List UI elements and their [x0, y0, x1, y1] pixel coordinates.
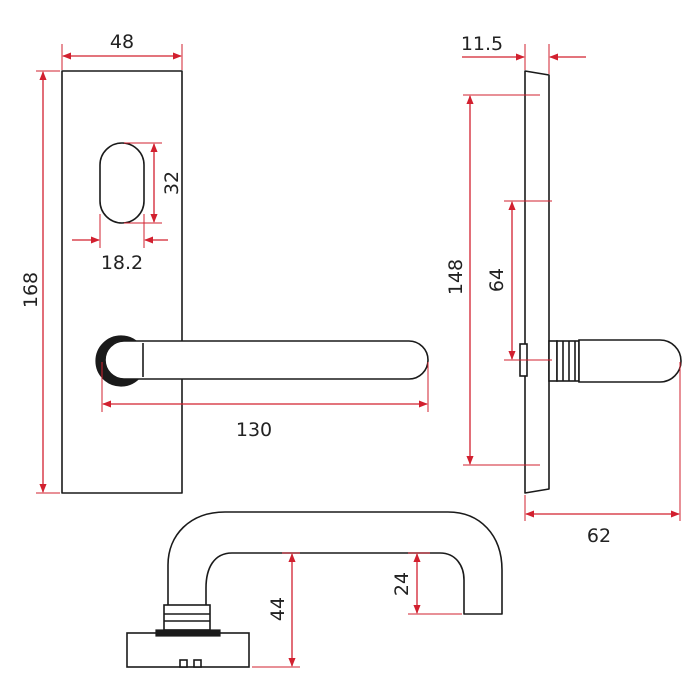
- dim-label-cylinder-offset: 64: [486, 268, 508, 292]
- dim-label-lever-height: 44: [267, 597, 289, 621]
- dim-label-cylinder-width: 18.2: [101, 252, 143, 274]
- dim-label-plate-thickness: 11.5: [461, 33, 503, 55]
- dim-label-plate-width: 48: [110, 31, 134, 53]
- side-view: [519, 70, 682, 494]
- lever-handle-side: [578, 339, 682, 383]
- dim-label-cylinder-height: 32: [161, 171, 183, 195]
- dim-label-fixing-height: 148: [445, 259, 467, 295]
- backplate-front: [61, 70, 183, 494]
- dimension-labels: 48 168 32 18.2 130 11.5 148 64 62 44 24: [20, 31, 611, 621]
- lever-handle-top: [167, 511, 503, 615]
- dimension-lines: [36, 44, 681, 668]
- cylinder-cutout: [99, 142, 145, 224]
- front-view: [61, 70, 429, 494]
- dim-label-plate-height: 168: [20, 272, 42, 308]
- dim-label-lever-projection: 62: [587, 525, 611, 547]
- backplate-side: [524, 70, 550, 494]
- rose-base: [126, 632, 250, 668]
- top-view: [126, 511, 503, 668]
- dim-label-lever-end-height: 24: [391, 572, 413, 596]
- lever-handle-front: [104, 340, 429, 380]
- dim-label-lever-length: 130: [236, 419, 272, 441]
